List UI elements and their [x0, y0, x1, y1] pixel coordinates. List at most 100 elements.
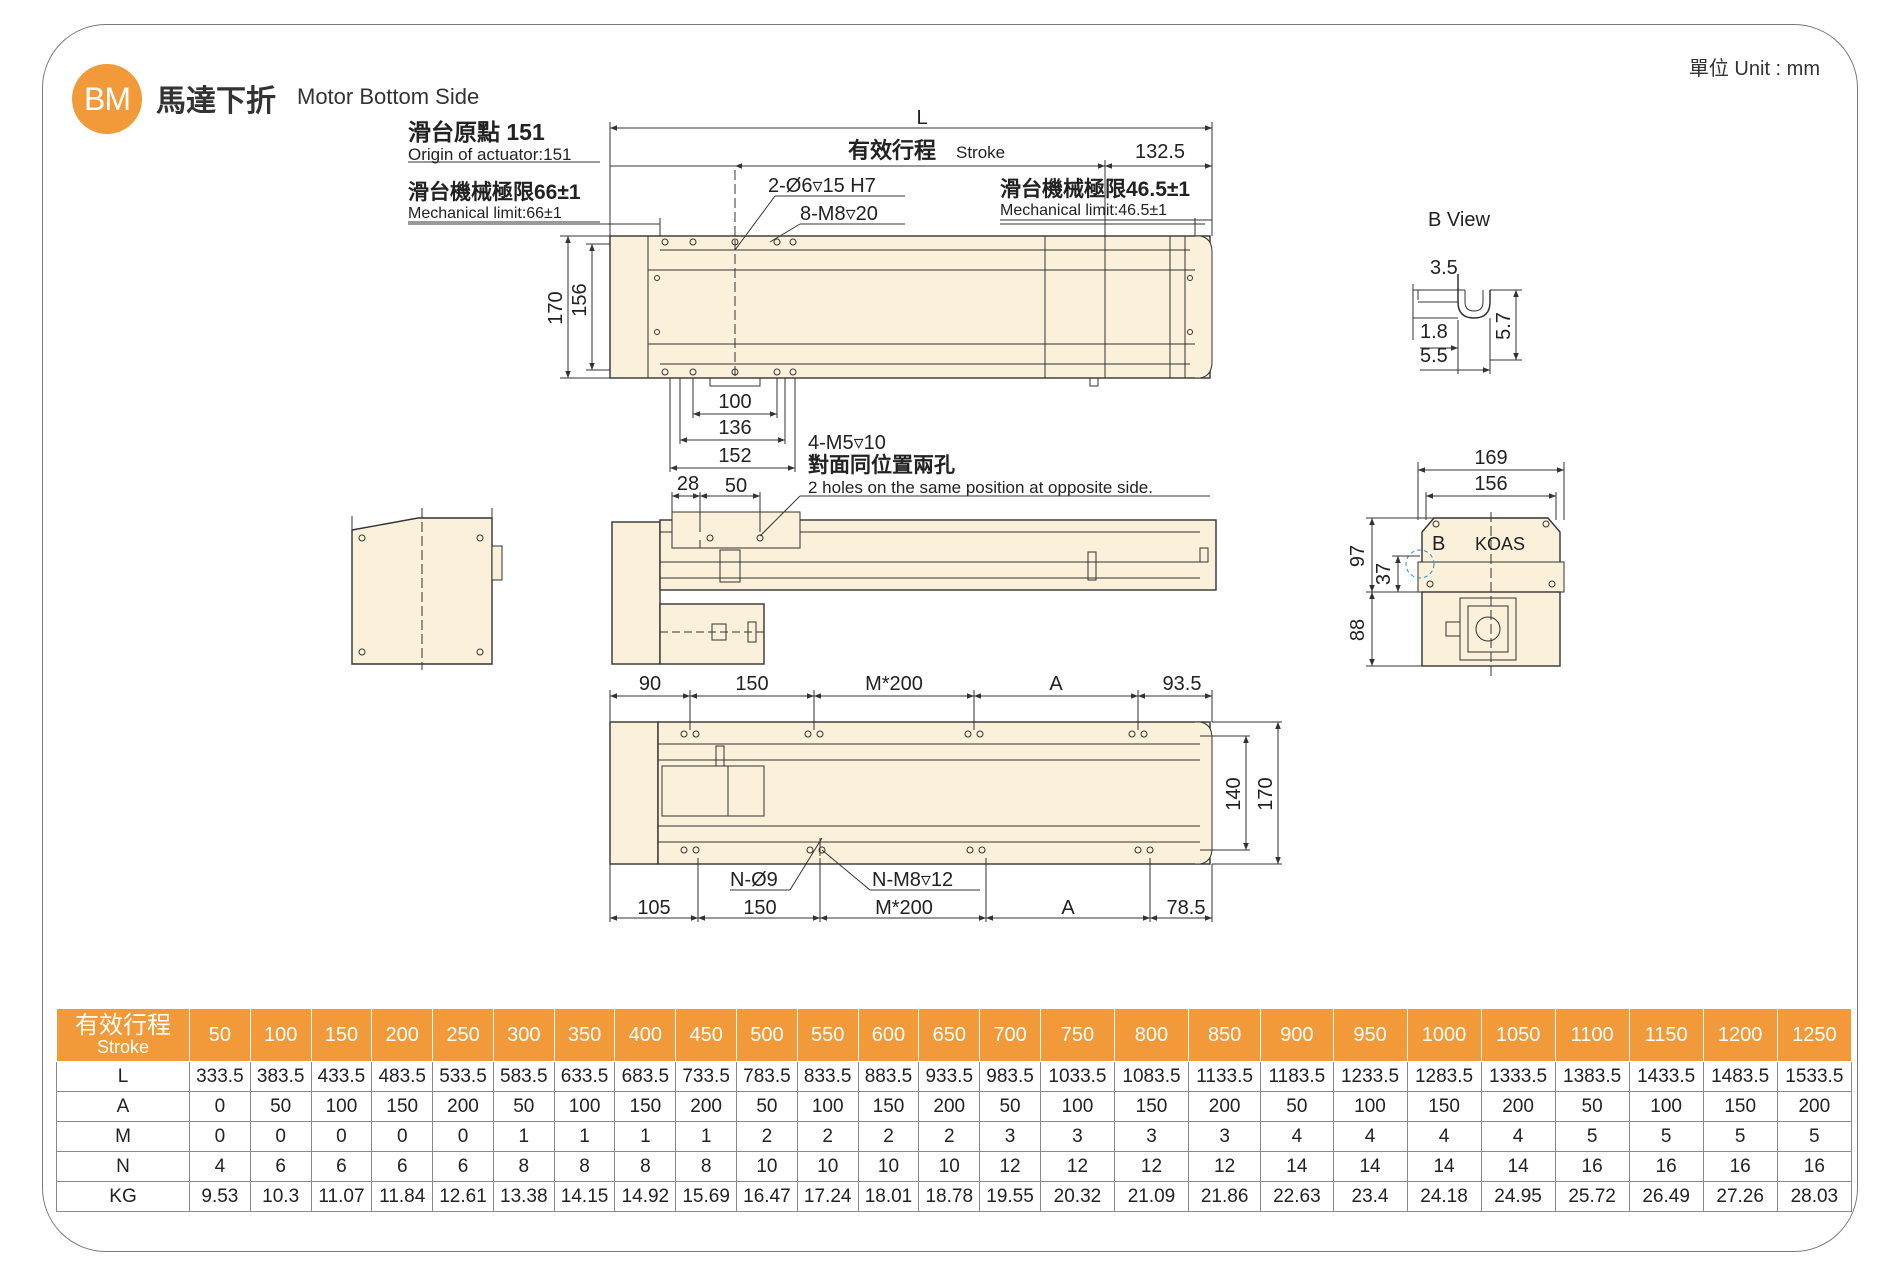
stroke-label-en: Stroke: [956, 143, 1005, 162]
bview-dim-3-5: 3.5: [1430, 257, 1458, 279]
bottom-dim-150-top: 150: [735, 673, 768, 695]
bottom-view: [609, 690, 1282, 922]
dim-L: L: [916, 107, 927, 129]
koas-logo: KOAS: [1475, 534, 1525, 554]
stroke-header-cn: 有效行程: [75, 1011, 171, 1039]
table-cell: 14: [1332, 1151, 1408, 1182]
table-cell: 1433.5: [1628, 1061, 1704, 1092]
table-cell: 100: [1628, 1091, 1704, 1122]
stroke-col-header: 100: [249, 1008, 312, 1062]
m8-hole-callout: 8-M8▿20: [800, 203, 878, 225]
dim-50: 50: [725, 475, 747, 497]
stroke-header-en: Stroke: [96, 1037, 150, 1058]
table-cell: 16: [1554, 1151, 1630, 1182]
dim-156-top: 156: [569, 283, 591, 316]
table-cell: 23.4: [1332, 1181, 1408, 1212]
table-cell: 50: [979, 1091, 1041, 1122]
table-cell: 24.18: [1406, 1181, 1482, 1212]
row-label: L: [56, 1061, 190, 1092]
table-cell: 9.53: [189, 1181, 251, 1212]
table-cell: 1: [553, 1121, 616, 1152]
bottom-dim-170: 170: [1255, 777, 1277, 810]
bottom-dim-A-bottom: A: [1061, 897, 1075, 919]
opposite-holes-cn: 對面同位置兩孔: [808, 453, 955, 477]
table-cell: 1483.5: [1702, 1061, 1778, 1092]
table-cell: 0: [189, 1091, 251, 1122]
table-cell: 12: [1039, 1151, 1115, 1182]
stroke-col-header: 50: [189, 1008, 251, 1062]
bottom-dim-78-5: 78.5: [1167, 897, 1206, 919]
table-cell: 3: [1113, 1121, 1190, 1152]
page-frame: [42, 24, 1858, 1252]
table-cell: 200: [1480, 1091, 1556, 1122]
bottom-dim-m200-bottom: M*200: [875, 897, 933, 919]
endview-dim-97: 97: [1347, 545, 1369, 567]
top-view: [408, 122, 1213, 472]
model-badge: BM: [72, 64, 142, 134]
table-cell: 150: [857, 1091, 920, 1122]
table-cell: 16: [1776, 1151, 1853, 1182]
table-cell: 1: [492, 1121, 555, 1152]
table-cell: 22.63: [1260, 1181, 1334, 1212]
table-cell: 1: [614, 1121, 677, 1152]
table-cell: 200: [432, 1091, 494, 1122]
table-cell: 50: [1260, 1091, 1334, 1122]
table-cell: 11.07: [310, 1181, 373, 1212]
table-cell: 5: [1628, 1121, 1704, 1152]
table-cell: 383.5: [249, 1061, 312, 1092]
table-cell: 14: [1480, 1151, 1556, 1182]
unit-label: 單位 Unit : mm: [1688, 58, 1820, 80]
table-cell: 333.5: [189, 1061, 251, 1092]
bview-dim-5-5: 5.5: [1420, 345, 1448, 367]
table-cell: 0: [189, 1121, 251, 1152]
table-cell: 8: [492, 1151, 555, 1182]
table-cell: 10: [736, 1151, 798, 1182]
dim-170-top: 170: [545, 291, 567, 324]
stroke-col-header: 700: [979, 1008, 1041, 1062]
table-cell: 2: [918, 1121, 981, 1152]
bottom-dim-93-5: 93.5: [1163, 673, 1202, 695]
stroke-col-header: 150: [310, 1008, 373, 1062]
table-cell: 10: [918, 1151, 981, 1182]
table-cell: 100: [1332, 1091, 1408, 1122]
stroke-col-header: 1250: [1776, 1008, 1853, 1062]
stroke-col-header: 1100: [1554, 1008, 1630, 1062]
table-cell: 100: [310, 1091, 373, 1122]
stroke-col-header: 450: [675, 1008, 738, 1062]
table-cell: 4: [1332, 1121, 1408, 1152]
table-cell: 5: [1776, 1121, 1853, 1152]
table-cell: 5: [1554, 1121, 1630, 1152]
right-end-view: [1366, 462, 1565, 680]
table-cell: 28.03: [1776, 1181, 1853, 1212]
stroke-col-header: 800: [1113, 1008, 1190, 1062]
table-cell: 27.26: [1702, 1181, 1778, 1212]
row-label: KG: [56, 1181, 190, 1212]
table-cell: 11.84: [371, 1181, 434, 1212]
dim-132-5: 132.5: [1135, 141, 1185, 163]
dim-28: 28: [677, 473, 699, 495]
table-cell: 50: [492, 1091, 555, 1122]
left-end-view: [351, 508, 503, 670]
table-cell: 13.38: [492, 1181, 555, 1212]
stroke-col-header: 200: [371, 1008, 434, 1062]
stroke-col-header: 400: [614, 1008, 677, 1062]
table-cell: 533.5: [432, 1061, 494, 1092]
stroke-col-header: 1150: [1628, 1008, 1704, 1062]
stroke-col-header: 950: [1332, 1008, 1408, 1062]
table-cell: 26.49: [1628, 1181, 1704, 1212]
table-cell: 5: [1702, 1121, 1778, 1152]
table-cell: 0: [371, 1121, 434, 1152]
table-cell: 4: [1480, 1121, 1556, 1152]
table-cell: 18.78: [918, 1181, 981, 1212]
stroke-col-header: 250: [432, 1008, 494, 1062]
table-cell: 10: [857, 1151, 920, 1182]
table-cell: 0: [432, 1121, 494, 1152]
table-cell: 3: [1039, 1121, 1115, 1152]
table-cell: 1333.5: [1480, 1061, 1556, 1092]
endview-dim-37: 37: [1373, 563, 1395, 585]
